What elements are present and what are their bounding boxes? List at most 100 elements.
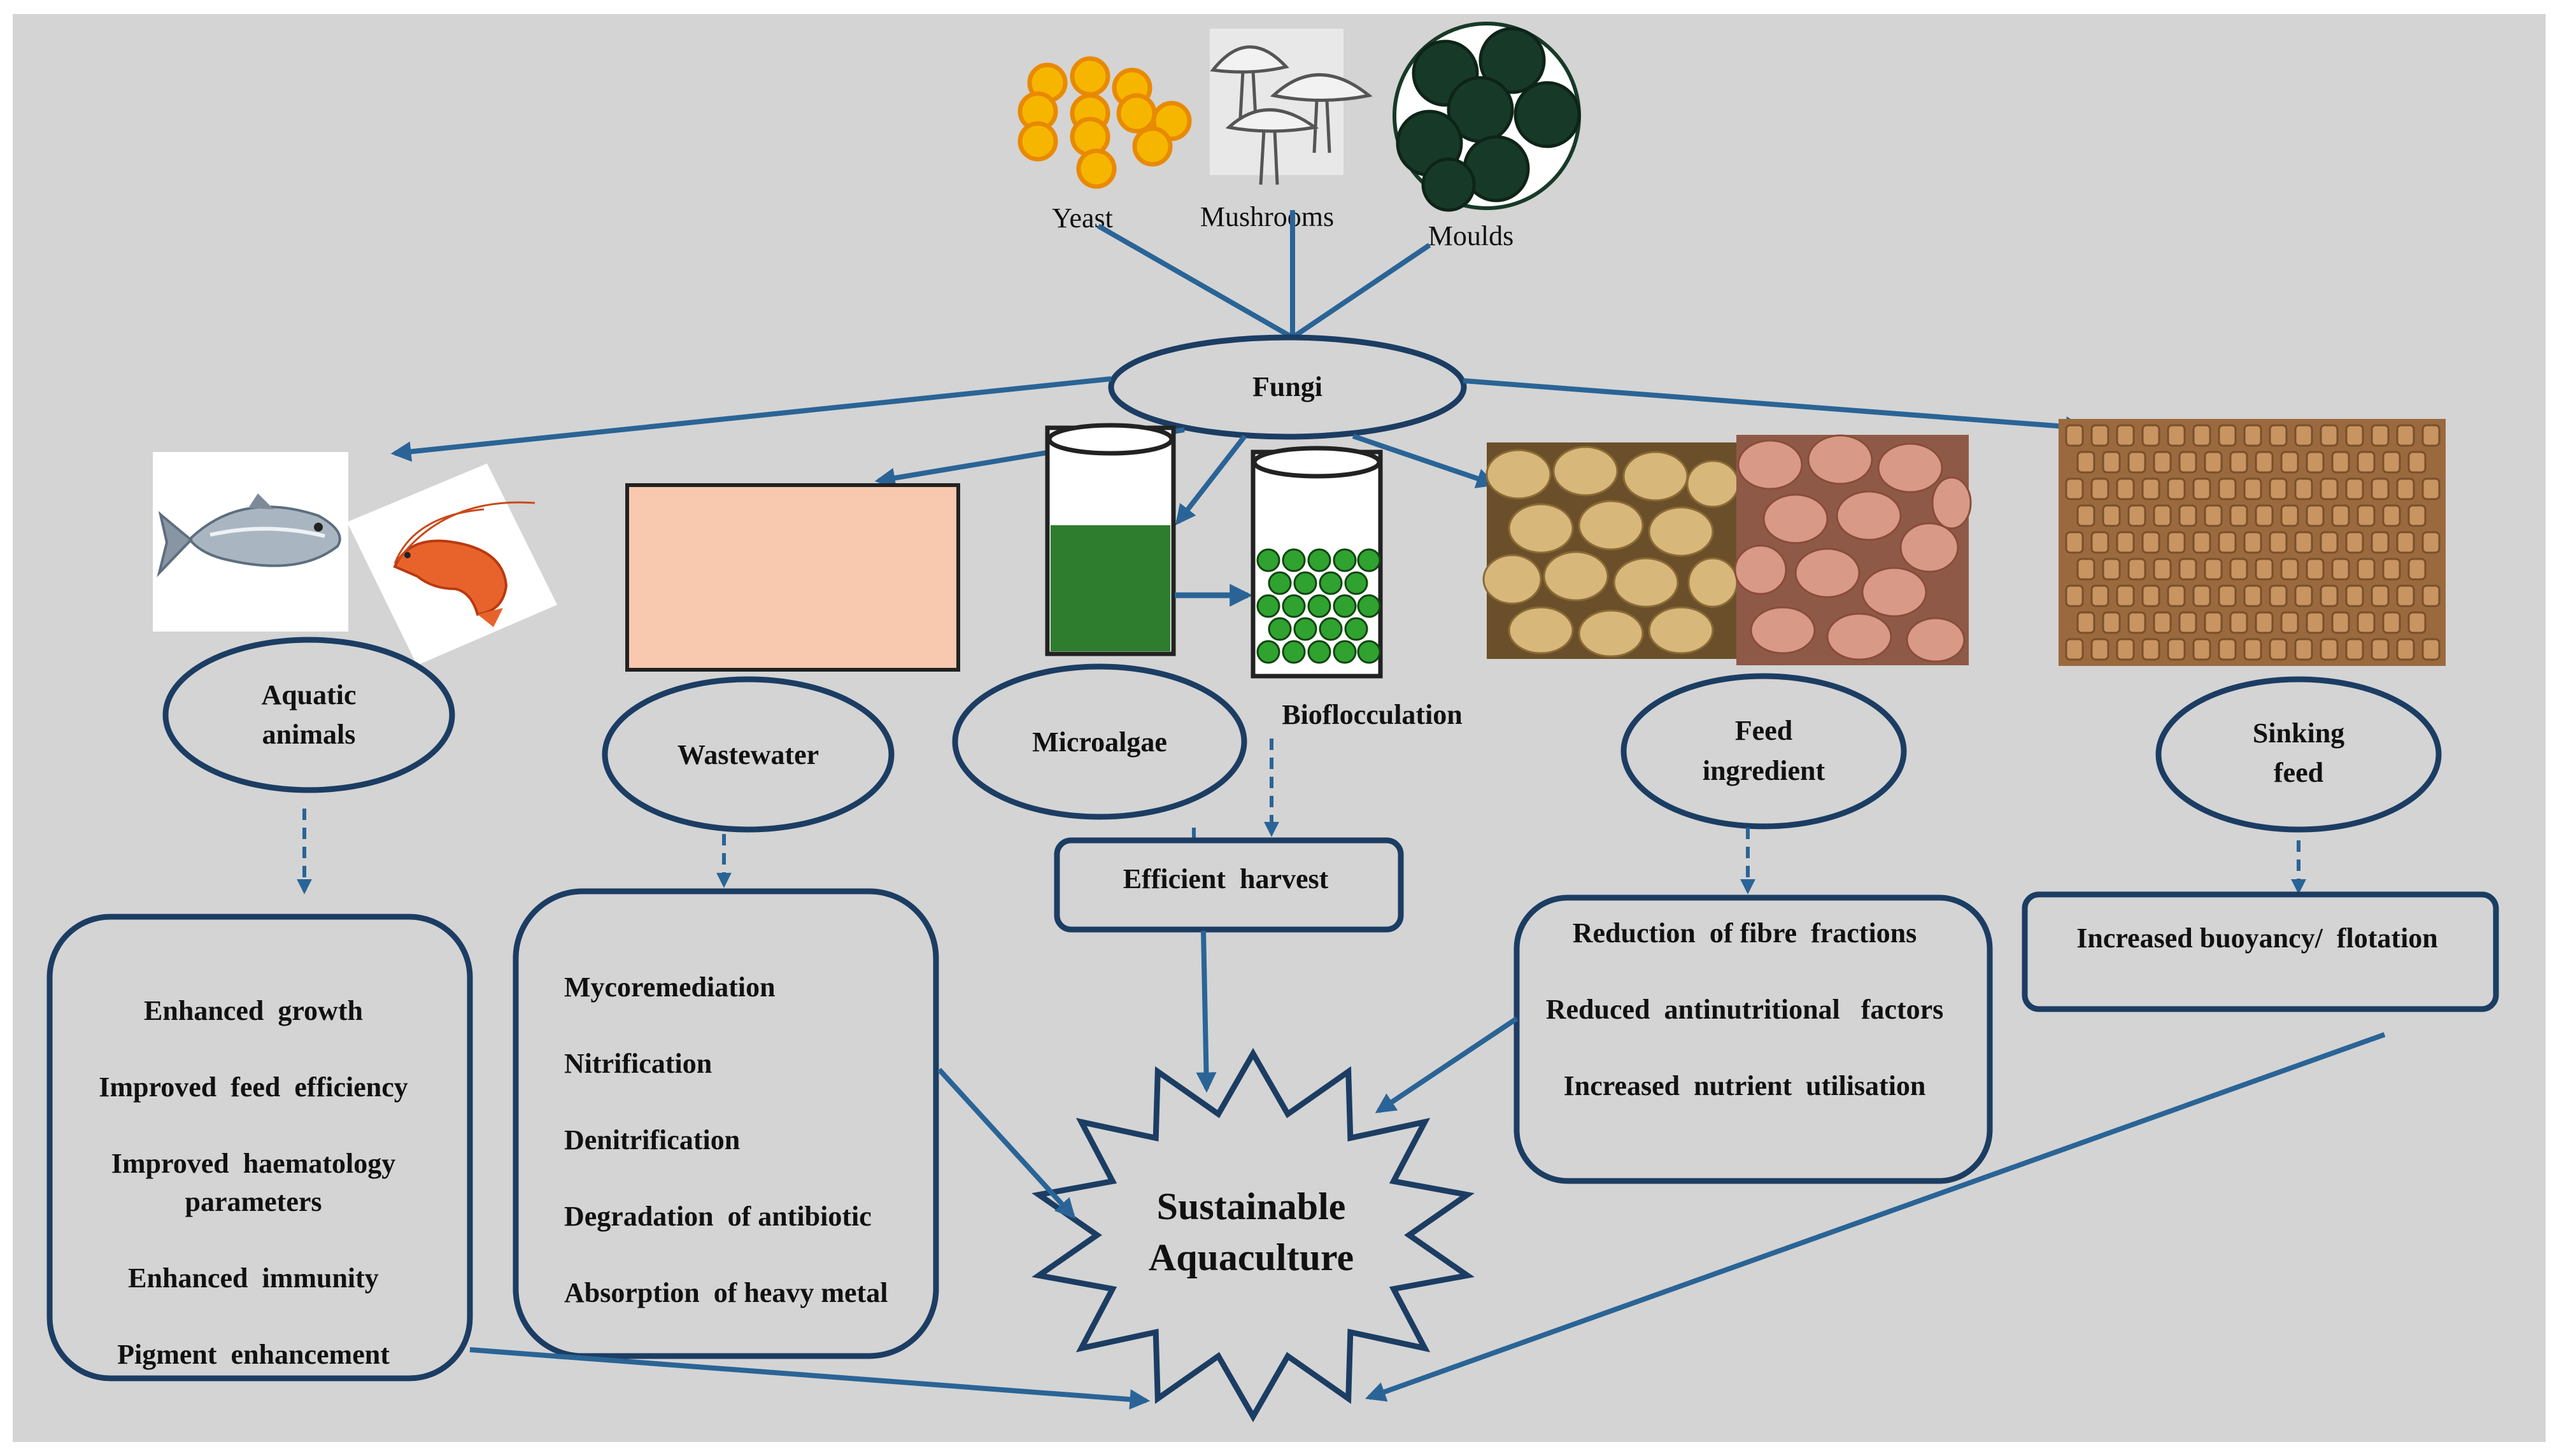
feed-pellet <box>2255 611 2274 634</box>
feed-pellet <box>2294 477 2313 500</box>
feed-pellet <box>2280 451 2299 474</box>
wastewater-label: Wastewater <box>677 739 819 770</box>
sustainable-aquaculture-star <box>1031 1047 1475 1423</box>
feed-pellet <box>2421 584 2441 607</box>
feed-pellet <box>2396 584 2415 607</box>
feed-pellet <box>2331 611 2350 634</box>
feed-pellet <box>2102 451 2121 474</box>
wastewater-outcomes-box <box>513 888 939 1359</box>
feed-pellet <box>2243 424 2262 447</box>
feed-pellet <box>2218 638 2237 661</box>
feed-pellet <box>2116 531 2135 554</box>
feed-pellet <box>2153 558 2172 581</box>
feed-pellet <box>2407 558 2427 581</box>
feed-pellet <box>2345 424 2364 447</box>
feed-pellet <box>2280 504 2299 527</box>
bioflocculation-beaker-icon <box>1251 446 1383 679</box>
feed-pellet <box>2192 424 2211 447</box>
feed-pellet <box>2320 477 2339 500</box>
goal-line2: Aquaculture <box>1149 1236 1354 1278</box>
outcome-denitrification: Denitrification <box>564 1124 740 1156</box>
outcome-pigment: Pigment enhancement <box>117 1339 390 1370</box>
aquatic-label-line1: Aquatic <box>261 679 356 710</box>
sinking-label-line2: feed <box>2274 757 2323 788</box>
fish-icon <box>153 452 348 632</box>
goal-arrows <box>469 930 2386 1410</box>
goal-line1: Sustainable <box>1157 1185 1346 1227</box>
feed-pellet <box>2076 451 2095 474</box>
outcome-mycoremediation: Mycoremediation <box>564 972 776 1003</box>
feed-pellet <box>2371 638 2390 661</box>
feed-pellet <box>2102 558 2121 581</box>
feed-pellet <box>2396 477 2415 500</box>
outcome-antinutritional: Reduced antinutritional factors <box>1546 994 1944 1025</box>
feed-pellet <box>2218 531 2237 554</box>
feed-pellet <box>2269 638 2288 661</box>
beaker-icon <box>1045 423 1176 656</box>
feed-pellet <box>2065 638 2084 661</box>
feed-pellet <box>2229 611 2248 634</box>
feed-pellet <box>2141 584 2160 607</box>
feed-pellet <box>2320 584 2339 607</box>
feed-pellet <box>2269 584 2288 607</box>
outcome-haematology-line2: parameters <box>185 1186 322 1217</box>
feed-pellet <box>2204 611 2223 634</box>
feed-pellet <box>2255 558 2274 581</box>
feed-pellet <box>2218 477 2237 500</box>
feed-pellet <box>2371 531 2390 554</box>
feed-pellet <box>2116 584 2135 607</box>
mushrooms-label: Mushrooms <box>1200 201 1334 232</box>
yeast-cells-icon <box>1017 56 1192 189</box>
outcome-immunity: Enhanced immunity <box>128 1262 379 1294</box>
feed-pellet <box>2382 558 2401 581</box>
sinking-label-line1: Sinking <box>2253 717 2344 749</box>
bioflocculation-label: Bioflocculation <box>1282 699 1463 730</box>
outcome-feed-efficiency: Improved feed efficiency <box>99 1071 408 1103</box>
feed-pellet <box>2218 424 2237 447</box>
microalgae-label: Microalgae <box>1032 726 1167 758</box>
feed-pellet <box>2421 638 2441 661</box>
feed-pellet <box>2243 638 2262 661</box>
feed-pellet <box>2320 531 2339 554</box>
feed-pellet <box>2396 424 2415 447</box>
outcome-nutrient: Increased nutrient utilisation <box>1564 1070 1926 1101</box>
microalgae-node <box>952 663 1247 820</box>
outcome-haematology-line1: Improved haematology <box>111 1148 396 1179</box>
soybean-icon <box>1482 442 1740 659</box>
feed-pellet <box>2371 477 2390 500</box>
feed-pellet <box>2331 558 2350 581</box>
feed-pellet <box>2280 611 2299 634</box>
feed-pellet <box>2090 424 2109 447</box>
feed-pellet <box>2371 584 2390 607</box>
feed-pellet <box>2065 531 2084 554</box>
feed-pellet <box>2331 451 2350 474</box>
feed-pellet <box>2076 558 2095 581</box>
feed-pellet <box>2243 531 2262 554</box>
feed-pellet <box>2153 451 2172 474</box>
feed-pellet <box>2371 424 2390 447</box>
feed-pellet <box>2306 451 2325 474</box>
wastewater-node <box>602 676 895 833</box>
feed-pellet <box>2243 584 2262 607</box>
feed-pellet <box>2269 531 2288 554</box>
feed-pellet <box>2204 504 2223 527</box>
feed-pellet <box>2280 558 2299 581</box>
feed-pellet <box>2421 477 2441 500</box>
feed-pellet <box>2396 638 2415 661</box>
feed-pellet <box>2090 638 2109 661</box>
shrimp-icon <box>347 463 557 665</box>
outcome-antibiotic: Degradation of antibiotic <box>564 1201 872 1232</box>
feed-pellet <box>2178 504 2197 527</box>
feed-pellet <box>2076 504 2095 527</box>
feed-pellet <box>2167 424 2186 447</box>
feed-pellet <box>2116 638 2135 661</box>
feed-pellet <box>2141 638 2160 661</box>
feed-pellet <box>2306 504 2325 527</box>
feed-pellet <box>2192 638 2211 661</box>
feed-pellet <box>2306 611 2325 634</box>
feed-pellet <box>2294 638 2313 661</box>
feed-pellet <box>2167 584 2186 607</box>
feed-pellet <box>2090 531 2109 554</box>
feed-outcomes-box <box>1513 894 1993 1184</box>
